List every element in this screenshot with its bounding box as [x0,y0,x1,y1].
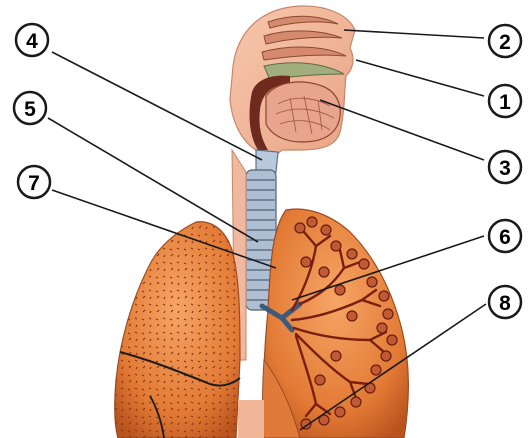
label-1: 1 [499,91,511,114]
label-5: 5 [24,98,36,121]
label-8: 8 [499,292,511,315]
mediastinum [238,400,264,438]
left-lung-alveoli-texture [115,222,240,438]
leader-line-5 [48,118,258,242]
right-lung [262,209,408,438]
callout-8: 8 [489,286,521,318]
callout-1: 1 [489,85,521,117]
label-3: 3 [499,157,511,180]
leader-line-2 [344,30,484,38]
callout-5: 5 [14,92,46,124]
label-2: 2 [499,31,511,54]
label-7: 7 [28,172,40,195]
callout-3: 3 [489,151,521,183]
callout-4: 4 [16,24,48,56]
leader-line-3 [320,100,484,160]
callout-6: 6 [489,220,521,252]
head-section [230,6,355,162]
leader-line-1 [356,60,484,96]
callout-7: 7 [18,166,50,198]
larynx [256,150,278,172]
callout-2: 2 [489,25,521,57]
label-4: 4 [26,30,38,53]
label-6: 6 [499,226,511,249]
tongue [266,82,340,142]
left-lung [115,222,240,438]
